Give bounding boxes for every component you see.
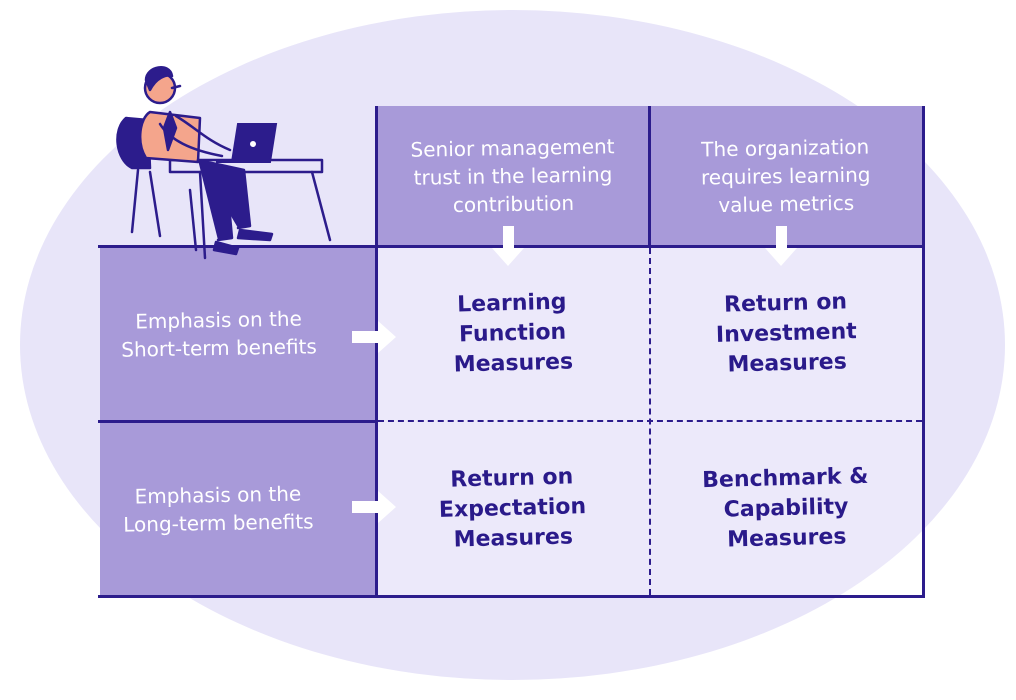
right-arrow-icon	[352, 321, 396, 353]
row-header-short-term: Emphasis on the Short-term benefits	[100, 246, 377, 422]
grid-line-bottom	[98, 595, 925, 598]
cell-benchmark-capability-measures: Benchmark & Capability Measures	[649, 422, 923, 596]
cell-learning-function-measures: Learning Function Measures	[377, 246, 649, 422]
grid-line-row-divider-left	[98, 420, 377, 423]
grid-line-column-divider-dashed	[649, 248, 651, 595]
cell-return-on-investment-measures: Return on Investment Measures	[649, 246, 923, 422]
cell-return-on-expectation-measures: Return on Expectation Measures	[377, 422, 649, 596]
column-header-trust: Senior management trust in the learning …	[377, 106, 649, 246]
down-arrow-icon	[765, 226, 797, 266]
laptop-icon	[216, 123, 278, 163]
person-at-desk-illustration	[116, 66, 332, 260]
grid-line-column-divider-top	[648, 106, 651, 246]
row-header-long-term: Emphasis on the Long-term benefits	[100, 422, 377, 596]
down-arrow-icon	[492, 226, 524, 266]
grid-line-right-edge	[922, 106, 925, 598]
column-header-metrics: The organization requires learning value…	[649, 106, 923, 246]
grid-line-left-of-columns	[375, 106, 378, 598]
right-arrow-icon	[352, 491, 396, 523]
